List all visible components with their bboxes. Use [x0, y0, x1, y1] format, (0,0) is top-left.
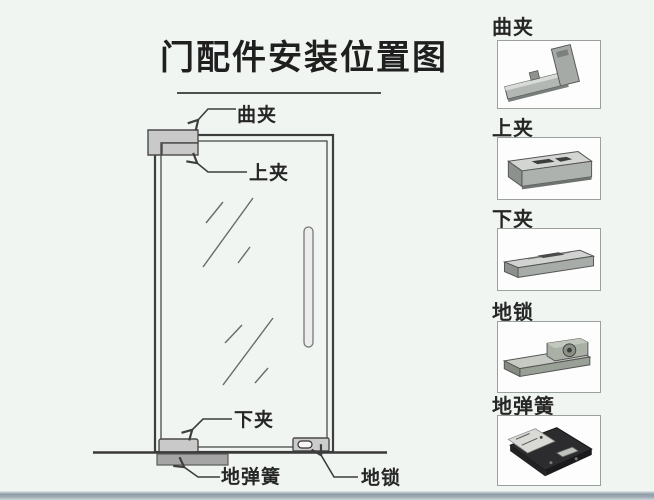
sidebar-box-curved-clamp — [497, 40, 601, 109]
sidebar-box-floor-lock — [497, 321, 601, 393]
floor-lock-photo — [502, 338, 592, 378]
label-floor-lock: 地锁 — [361, 468, 402, 489]
sidebar-label-floor-spring: 地弹簧 — [492, 396, 555, 418]
label-floor-spring: 地弹簧 — [221, 467, 282, 488]
top-clamp-photo — [507, 151, 593, 190]
bottom-clamp-photo — [502, 249, 596, 279]
sidebar-box-top-clamp — [497, 137, 601, 200]
curved-clamp-photo — [504, 43, 580, 102]
leader-arrow-bottom-clamp — [181, 418, 232, 441]
floor-spring-shape — [156, 453, 229, 466]
sidebar-label-floor-lock: 地锁 — [492, 302, 534, 324]
title-underline — [177, 92, 381, 94]
page-title: 门配件安装位置图 — [160, 39, 448, 77]
label-curved-clamp: 曲夹 — [237, 105, 278, 126]
sidebar-label-curved-clamp: 曲夹 — [492, 17, 534, 39]
sidebar-label-top-clamp: 上夹 — [492, 118, 534, 140]
leader-arrow-curved-clamp — [187, 108, 236, 131]
label-bottom-clamp: 下夹 — [234, 410, 275, 431]
floor-spring-photo — [507, 427, 593, 477]
label-top-clamp: 上夹 — [249, 163, 290, 184]
leader-arrow-floor-lock — [311, 444, 358, 478]
sidebar-box-bottom-clamp — [497, 228, 601, 291]
floor-lock-keyhole — [297, 440, 313, 449]
bottom-clamp-shape — [158, 438, 199, 453]
bottom-bar — [0, 491, 654, 500]
sidebar-box-floor-spring — [497, 415, 601, 486]
leader-arrow-floor-spring — [173, 456, 220, 478]
door-handle — [303, 226, 314, 348]
glass-reflection-lines — [202, 197, 274, 386]
top-clamp-shape — [161, 142, 199, 156]
door-inner-frame — [160, 140, 328, 448]
sidebar-label-bottom-clamp: 下夹 — [492, 209, 534, 231]
leader-arrow-top-clamp — [186, 152, 247, 173]
